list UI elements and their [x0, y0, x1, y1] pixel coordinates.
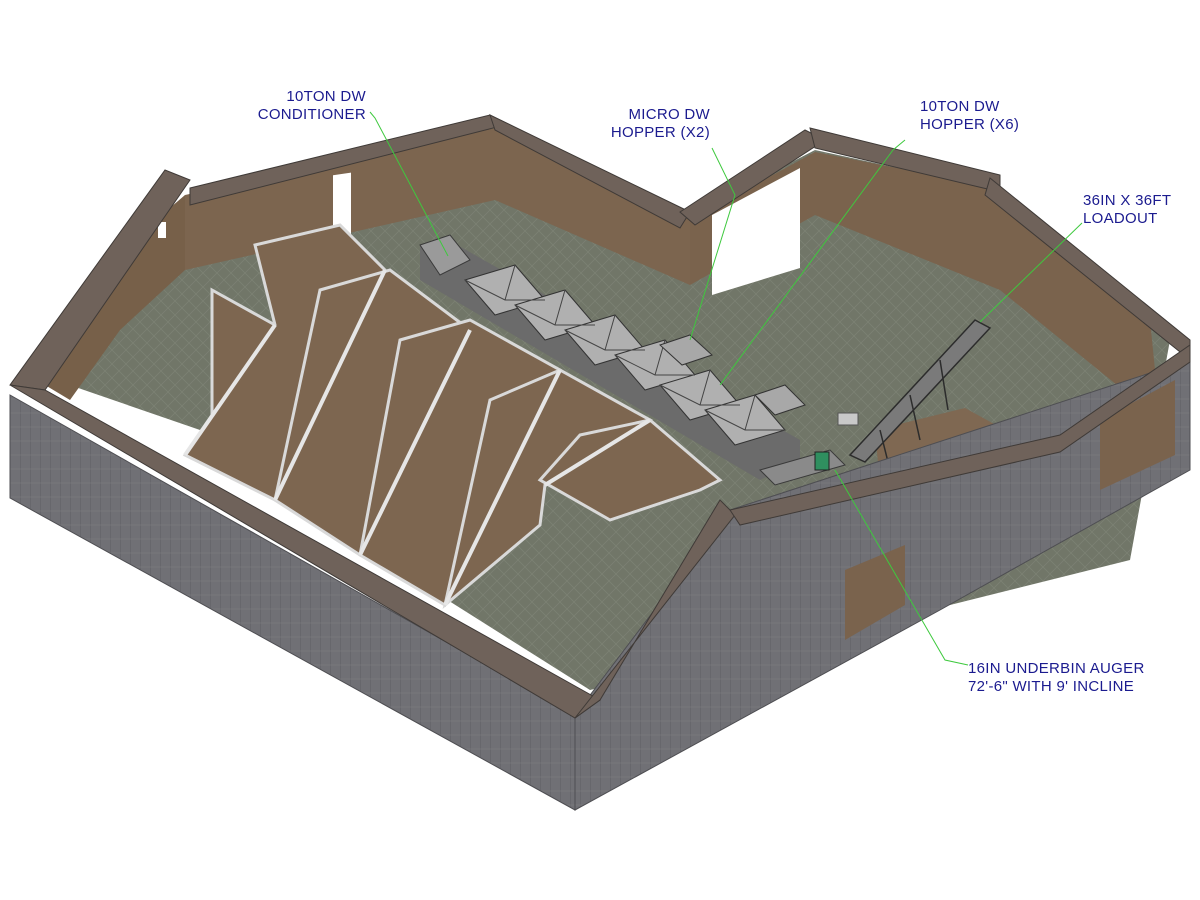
leader-conditioner: [369, 111, 449, 257]
left-interior-wall: [45, 195, 185, 400]
callout-loadout: 36IN X 36FT LOADOUT: [1083, 192, 1171, 228]
callout-loadout-line2: LOADOUT: [1083, 210, 1158, 227]
back-wall-right: [690, 152, 1160, 420]
callout-micro-hopper: MICRO DW HOPPER (X2): [590, 106, 710, 142]
callout-auger-line2: 72'-6" WITH 9' INCLINE: [968, 678, 1135, 695]
leader-lines: [369, 111, 1083, 666]
doorway-left: [333, 172, 351, 238]
leader-auger: [834, 469, 969, 666]
equipment-box: [837, 412, 859, 426]
callout-loadout-line1: 36IN X 36FT: [1083, 192, 1172, 209]
side-door-opening: [1100, 380, 1175, 490]
callout-ten-ton-hopper-line1: 10TON DW: [920, 98, 1000, 115]
doorway-back: [712, 168, 800, 295]
leader-ten-ton-hopper: [719, 139, 906, 386]
callout-conditioner-line2: CONDITIONER: [257, 106, 366, 123]
underbin-auger: [759, 449, 846, 486]
callout-auger-line1: 16IN UNDERBIN AUGER: [968, 660, 1145, 677]
bin-partitions: [182, 223, 723, 609]
leader-micro-hopper: [689, 147, 736, 341]
partition-edges: [183, 269, 652, 606]
callout-micro-hopper-line1: MICRO DW: [628, 106, 710, 123]
callout-ten-ton-hopper-line2: HOPPER (X6): [920, 116, 1020, 133]
callout-micro-hopper-line2: HOPPER (X2): [610, 124, 710, 141]
callout-ten-ton-hopper: 10TON DW HOPPER (X6): [920, 98, 1019, 134]
window-left: [158, 222, 166, 238]
front-door-opening: [845, 545, 905, 640]
callout-auger: 16IN UNDERBIN AUGER 72'-6" WITH 9' INCLI…: [968, 660, 1145, 696]
leader-loadout: [979, 222, 1083, 323]
wall-cap: [9, 114, 1191, 719]
hopper-row: [419, 234, 806, 480]
callout-conditioner-line1: 10TON DW: [286, 88, 366, 105]
back-wall-left: [185, 128, 690, 285]
callout-conditioner: 10TON DW CONDITIONER: [248, 88, 366, 124]
